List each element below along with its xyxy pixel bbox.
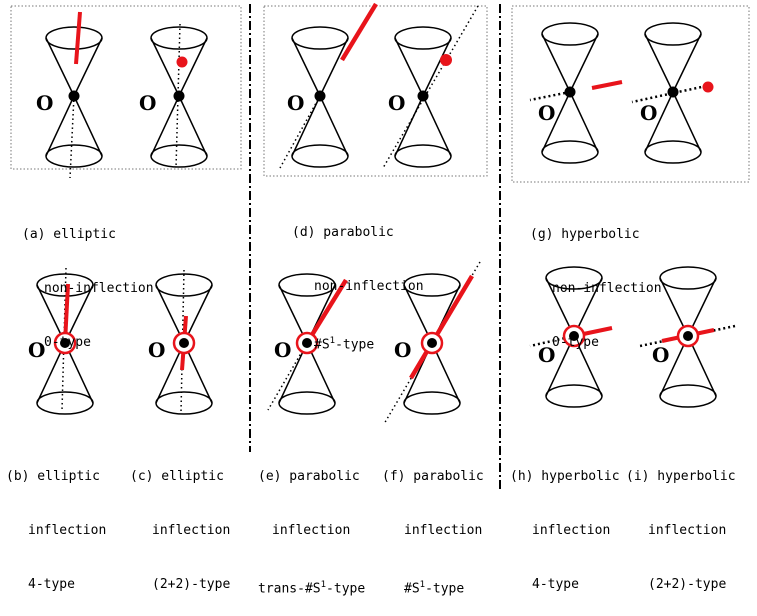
caption-c: (c) elliptic inflection (2+2)-type — [130, 432, 230, 612]
origin-label-d: O — [287, 91, 304, 115]
caption-e: (e) parabolic inflection trans-#S1-type — [258, 432, 365, 616]
origin-label-c: O — [148, 338, 165, 362]
red-point-a — [176, 56, 188, 68]
cone-g-2 — [631, 22, 714, 164]
caption-d-line2: non-inflection — [314, 279, 424, 294]
caption-c-line1: (c) elliptic — [130, 469, 224, 484]
caption-b-line3: 4-type — [28, 577, 75, 592]
cone-b — [36, 267, 94, 415]
caption-h: (h) hyperbolic inflection 4-type — [510, 432, 620, 612]
group-g-frame — [511, 5, 750, 183]
caption-d-line1: (d) parabolic — [292, 225, 394, 240]
origin-label-b: O — [28, 338, 45, 362]
red-half-line-e — [305, 278, 348, 345]
red-half-line-d — [340, 2, 378, 62]
caption-i-line3: (2+2)-type — [648, 577, 727, 592]
caption-f: (f) parabolic inflection #S1-type — [382, 432, 484, 616]
group-d-frame — [263, 5, 488, 177]
origin-label-h: O — [538, 343, 555, 367]
caption-e-line1: (e) parabolic — [258, 469, 360, 484]
red-point-d — [440, 54, 452, 66]
caption-a-line1: (a) elliptic — [22, 227, 116, 242]
caption-g: (g) hyperbolic non-inflection 0-type — [530, 190, 662, 370]
caption-g-line1: (g) hyperbolic — [530, 227, 640, 242]
caption-e-line2: inflection — [272, 523, 351, 538]
cone-d — [279, 2, 378, 169]
caption-h-line3: 4-type — [532, 577, 579, 592]
cone-e — [267, 273, 348, 415]
cone-a — [45, 11, 103, 179]
cone-c — [155, 269, 213, 415]
caption-c-line2: inflection — [152, 523, 231, 538]
caption-i-line2: inflection — [648, 523, 727, 538]
cone-g — [529, 22, 623, 164]
cone-a-2 — [150, 23, 208, 169]
caption-b-line1: (b) elliptic — [6, 469, 100, 484]
origin-label-e: O — [274, 338, 291, 362]
origin-label-g: O — [538, 101, 555, 125]
origin-label-a2: O — [139, 91, 156, 115]
caption-i: (i) hyperbolic inflection (2+2)-type — [626, 432, 736, 612]
caption-b-line2: inflection — [28, 523, 107, 538]
cone-diagram-canvas: O O O O O O — [10, 2, 750, 492]
caption-d-line3: #S1-type — [314, 336, 375, 353]
red-point-g — [702, 81, 714, 93]
cone-d-2 — [382, 5, 479, 169]
red-line-f — [409, 274, 474, 380]
caption-e-line3: trans-#S1-type — [258, 580, 366, 597]
caption-h-line1: (h) hyperbolic — [510, 469, 620, 484]
caption-g-line3: 0-type — [552, 335, 599, 350]
caption-f-line2: inflection — [404, 523, 483, 538]
cone-i — [639, 266, 736, 408]
caption-a-line2: non-inflection — [44, 281, 154, 296]
caption-g-line2: non-inflection — [552, 281, 662, 296]
origin-label-i: O — [652, 343, 669, 367]
caption-c-line3: (2+2)-type — [152, 577, 231, 592]
group-a-frame — [10, 5, 242, 170]
origin-label-a: O — [36, 91, 53, 115]
caption-d: (d) parabolic non-inflection #S1-type — [292, 188, 424, 372]
origin-label-g2: O — [640, 101, 657, 125]
caption-f-line1: (f) parabolic — [382, 469, 484, 484]
red-half-line-a — [74, 11, 82, 65]
cone-f — [383, 261, 481, 425]
caption-a: (a) elliptic non-inflection 0-type — [22, 190, 154, 370]
red-half-line-g — [591, 80, 623, 90]
origin-label-f: O — [394, 338, 411, 362]
caption-f-line3: #S1-type — [404, 580, 465, 597]
caption-a-line3: 0-type — [44, 335, 91, 350]
caption-b: (b) elliptic inflection 4-type — [6, 432, 106, 612]
cone-h — [529, 266, 613, 408]
origin-label-d2: O — [388, 91, 405, 115]
caption-i-line1: (i) hyperbolic — [626, 469, 736, 484]
caption-h-line2: inflection — [532, 523, 611, 538]
